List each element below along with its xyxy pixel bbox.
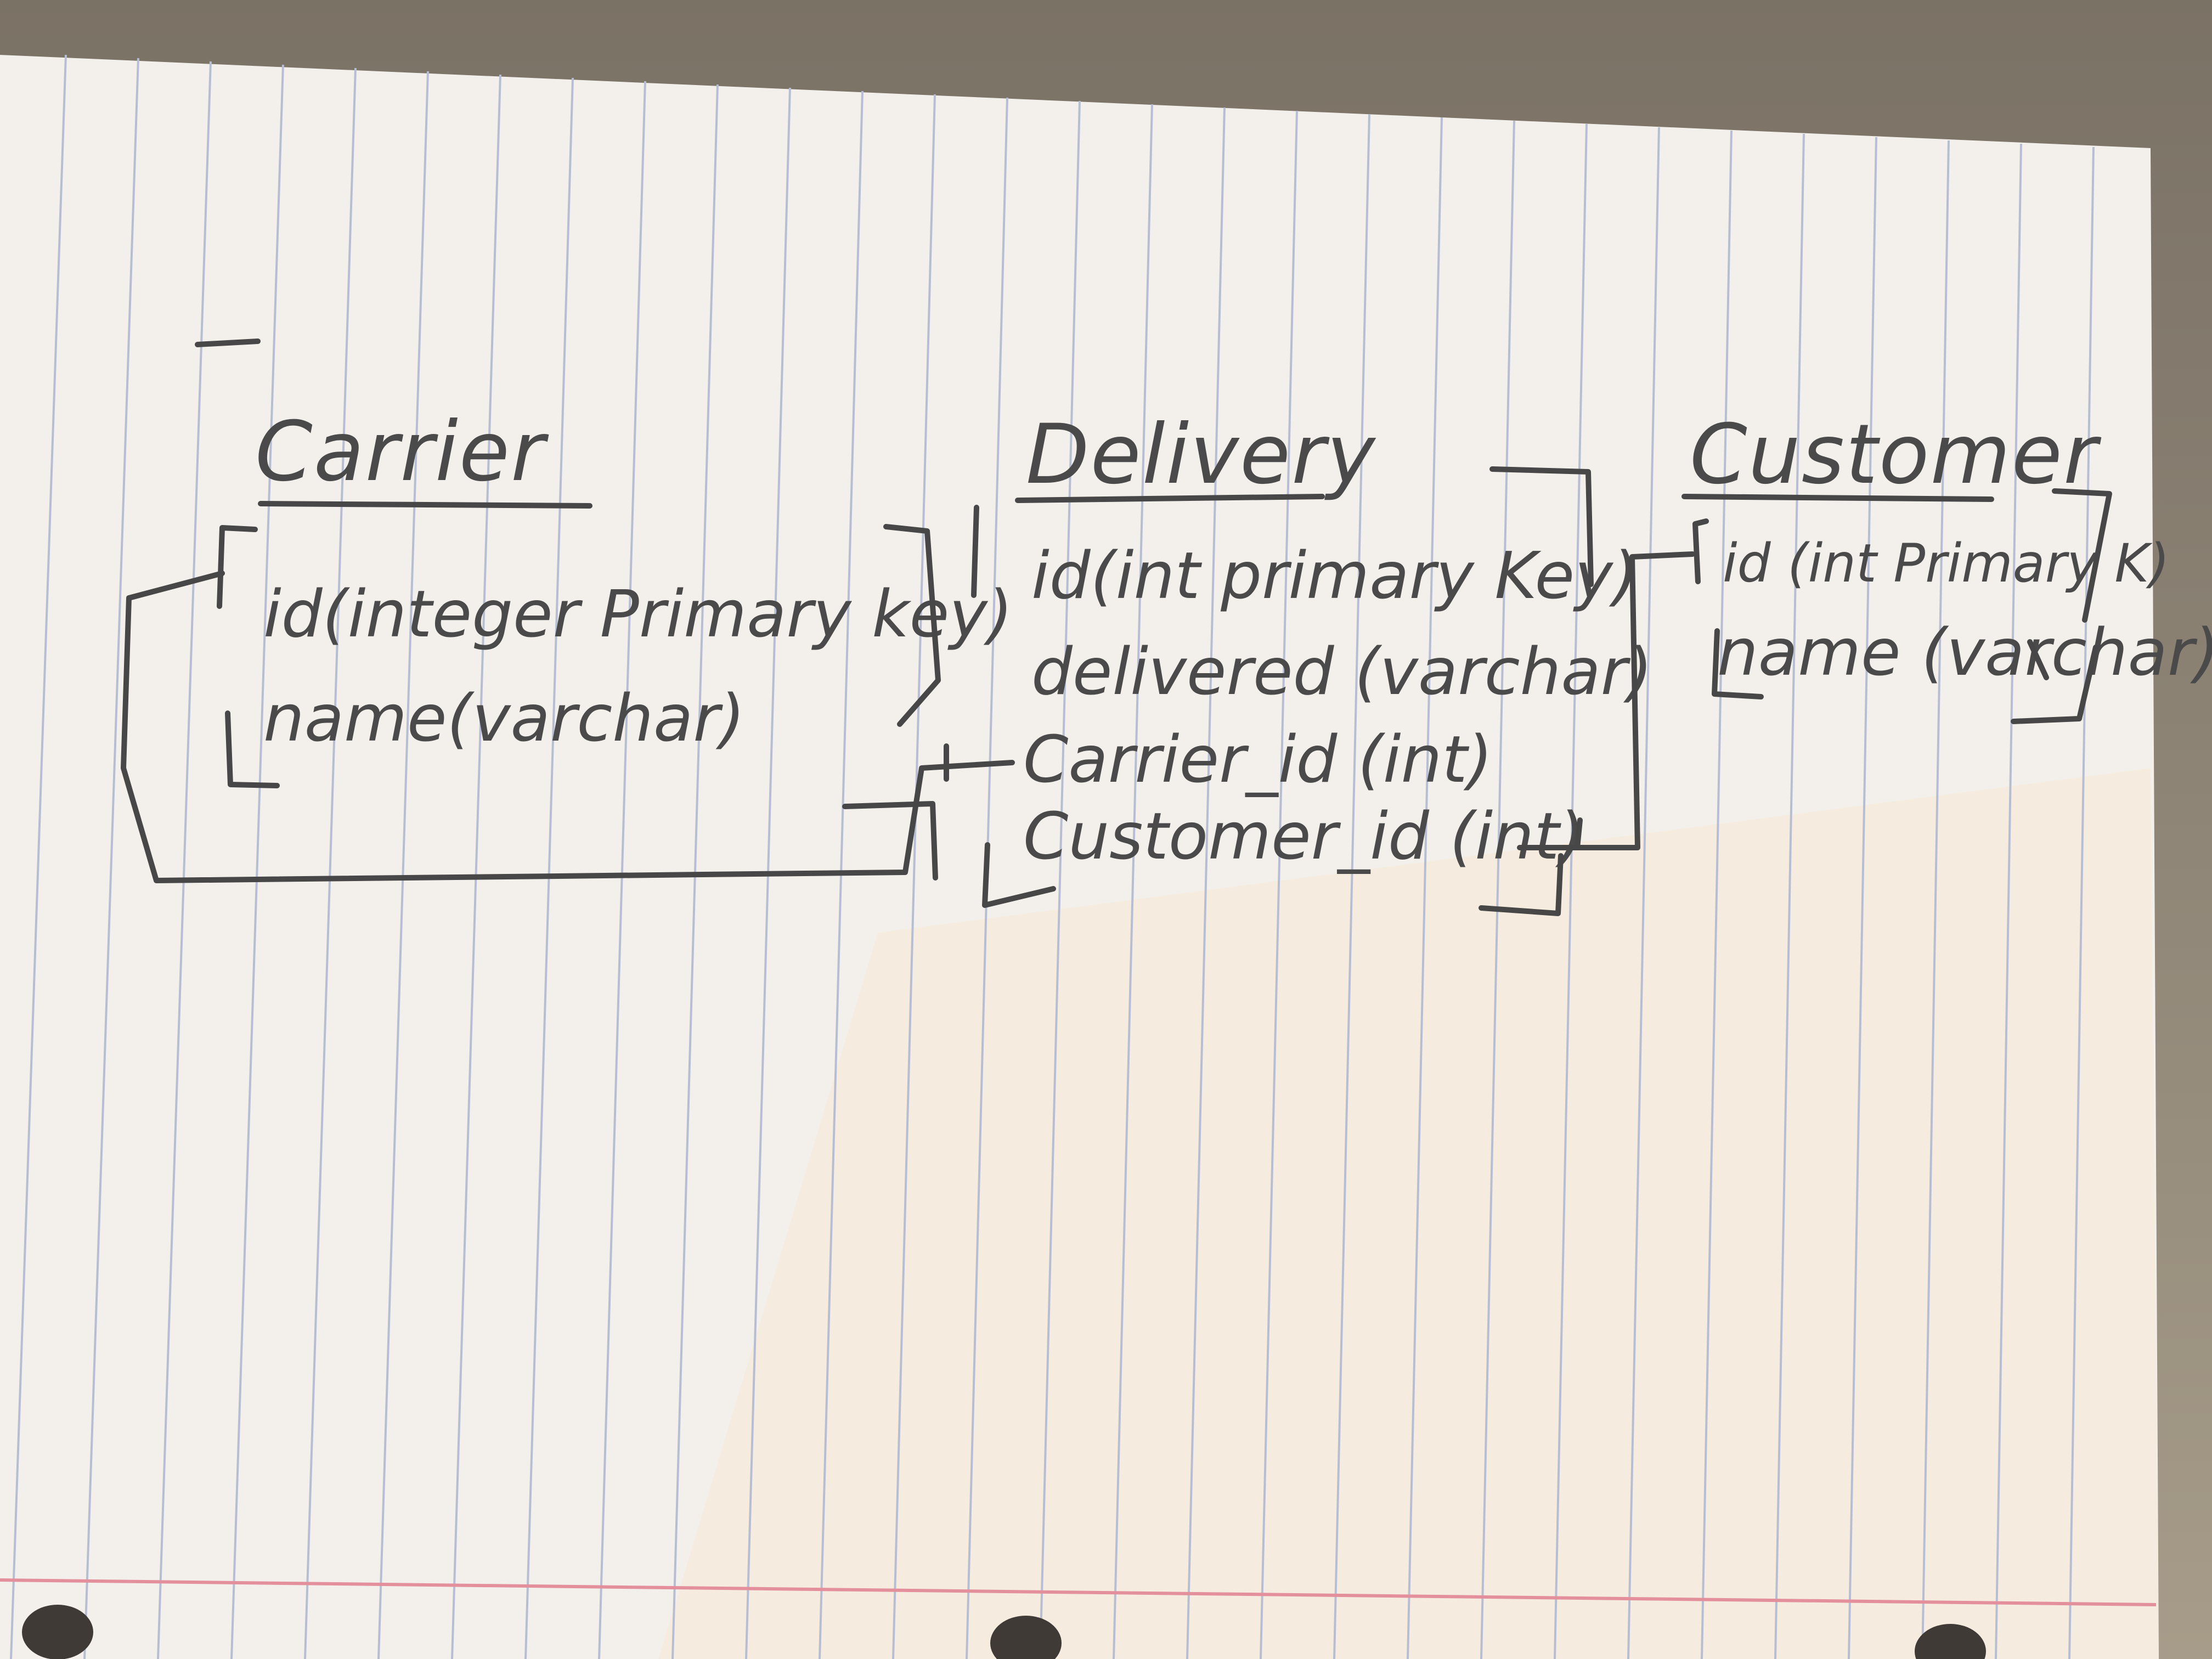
- ruled-line: [1627, 127, 1660, 1659]
- ruled-line: [230, 64, 284, 1659]
- paper-shading: [658, 768, 2159, 1659]
- customer-bracket: [1692, 518, 1764, 699]
- binder-hole: [990, 1616, 1062, 1659]
- entity-title-delivery: Delivery: [1026, 407, 1376, 503]
- ruled-line: [892, 94, 936, 1659]
- carrier-field-id: id(integer Primary key): [263, 576, 1013, 652]
- ruled-line: [1774, 133, 1805, 1659]
- delivery-field-delivered: delivered (varchar): [1031, 634, 1652, 709]
- ruled-line: [672, 84, 719, 1659]
- ruled-line: [1480, 120, 1515, 1659]
- entity-delivery: Delivery id(int primary Key) delivered (…: [971, 407, 1652, 916]
- ruled-line: [1848, 137, 1877, 1659]
- ruled-line: [157, 61, 212, 1659]
- margin-line: [0, 1578, 2157, 1606]
- relation-customer-delivery-arrow: [1575, 817, 1583, 850]
- ruled-line: [83, 58, 139, 1659]
- customer-field-name: name (varchar): [1717, 614, 2212, 690]
- ruled-lines: [10, 54, 2095, 1659]
- ruled-line: [1995, 143, 2022, 1659]
- ruled-line: [1333, 114, 1370, 1659]
- ruled-line: [1407, 117, 1443, 1659]
- binder-hole: [1915, 1624, 1986, 1659]
- carrier-bracket-right: [883, 524, 941, 727]
- ruled-line: [1701, 130, 1733, 1659]
- delivery-title-underline: [1015, 494, 1325, 503]
- ruled-line: [1554, 123, 1588, 1659]
- entity-customer: Customer id (int Primary K) name (varcha…: [1681, 407, 2212, 724]
- carrier-bracket: [217, 525, 280, 788]
- binder-hole: [22, 1605, 93, 1659]
- ruled-line: [1186, 107, 1226, 1659]
- ruled-line: [451, 74, 501, 1659]
- carrier-stray-mark: [195, 338, 261, 347]
- ruled-line: [598, 81, 646, 1659]
- entity-title-carrier: Carrier: [255, 404, 549, 500]
- ruled-line: [1039, 100, 1081, 1659]
- ruled-line: [377, 71, 429, 1659]
- ruled-line: [524, 77, 574, 1659]
- ruled-line: [1260, 110, 1298, 1659]
- ruled-line: [10, 54, 67, 1659]
- ruled-line: [2068, 146, 2095, 1659]
- ruled-line: [304, 67, 357, 1659]
- customer-bracket-right: [2011, 488, 2112, 724]
- delivery-field-id: id(int primary Key): [1031, 538, 1638, 613]
- entity-carrier: Carrier id(integer Primary key) name(var…: [195, 338, 1013, 788]
- delivery-field-carrier-id: Carrier_id (int): [1023, 721, 1493, 797]
- relation-carrier-delivery-arrow: [842, 743, 949, 881]
- carrier-field-name: name(varchar): [263, 680, 745, 756]
- entity-title-customer: Customer: [1690, 407, 2102, 503]
- relation-carrier-delivery: [121, 571, 1015, 883]
- ruled-line: [1921, 140, 1950, 1659]
- ruled-line: [1113, 104, 1153, 1659]
- delivery-bracket-right: [1479, 466, 1594, 916]
- customer-title-underline: [1681, 494, 1994, 502]
- delivery-field-customer-id: Customer_id (int): [1023, 798, 1584, 874]
- delivery-bracket-left: [971, 505, 1056, 908]
- carrier-title-underline: [258, 501, 592, 509]
